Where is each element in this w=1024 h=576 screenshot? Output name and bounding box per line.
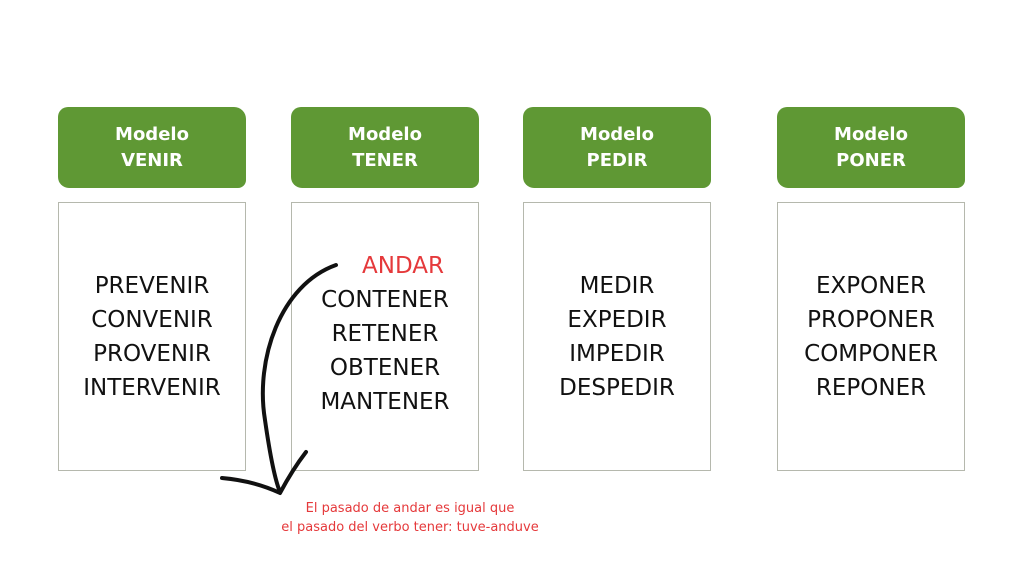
header-title: Modelo bbox=[834, 123, 908, 145]
header-model: TENER bbox=[352, 149, 418, 171]
verb: PREVENIR bbox=[94, 272, 210, 299]
verb-list-venir: PREVENIR CONVENIR PROVENIR INTERVENIR bbox=[58, 202, 246, 471]
verb: MEDIR bbox=[579, 272, 655, 299]
verb: OBTENER bbox=[329, 355, 441, 381]
verb-list-tener: ANDAR CONTENER RETENER OBTENER MANTENER bbox=[291, 202, 479, 471]
note: El pasado de andar es igual que el pasad… bbox=[250, 499, 570, 537]
verb-list-pedir: MEDIR EXPEDIR IMPEDIR DESPEDIR bbox=[523, 202, 711, 471]
header-title: Modelo bbox=[115, 123, 189, 145]
verb: PROVENIR bbox=[93, 340, 211, 367]
verb: EXPONER bbox=[816, 272, 926, 299]
verb: PROPONER bbox=[807, 306, 935, 333]
header-title: Modelo bbox=[580, 123, 654, 145]
verb: REPONER bbox=[815, 374, 927, 401]
verb: INTERVENIR bbox=[83, 374, 221, 401]
verb: DESPEDIR bbox=[559, 374, 675, 401]
verb: EXPEDIR bbox=[567, 306, 667, 333]
verb: CONVENIR bbox=[91, 306, 213, 333]
verb-list-poner: EXPONER PROPONER COMPONER REPONER bbox=[777, 202, 965, 471]
header-model: PONER bbox=[836, 149, 906, 171]
header-model: PEDIR bbox=[586, 149, 648, 171]
verb: MANTENER bbox=[320, 389, 450, 415]
highlight-verb: ANDAR bbox=[362, 253, 444, 279]
verb: CONTENER bbox=[321, 287, 449, 313]
note-line: el pasado del verbo tener: tuve-anduve bbox=[281, 520, 539, 535]
verb: RETENER bbox=[331, 321, 439, 347]
header-model: VENIR bbox=[121, 149, 183, 171]
note-line: El pasado de andar es igual que bbox=[305, 501, 515, 516]
verb: IMPEDIR bbox=[569, 340, 665, 367]
header-title: Modelo bbox=[348, 123, 422, 145]
verb: COMPONER bbox=[804, 340, 938, 367]
